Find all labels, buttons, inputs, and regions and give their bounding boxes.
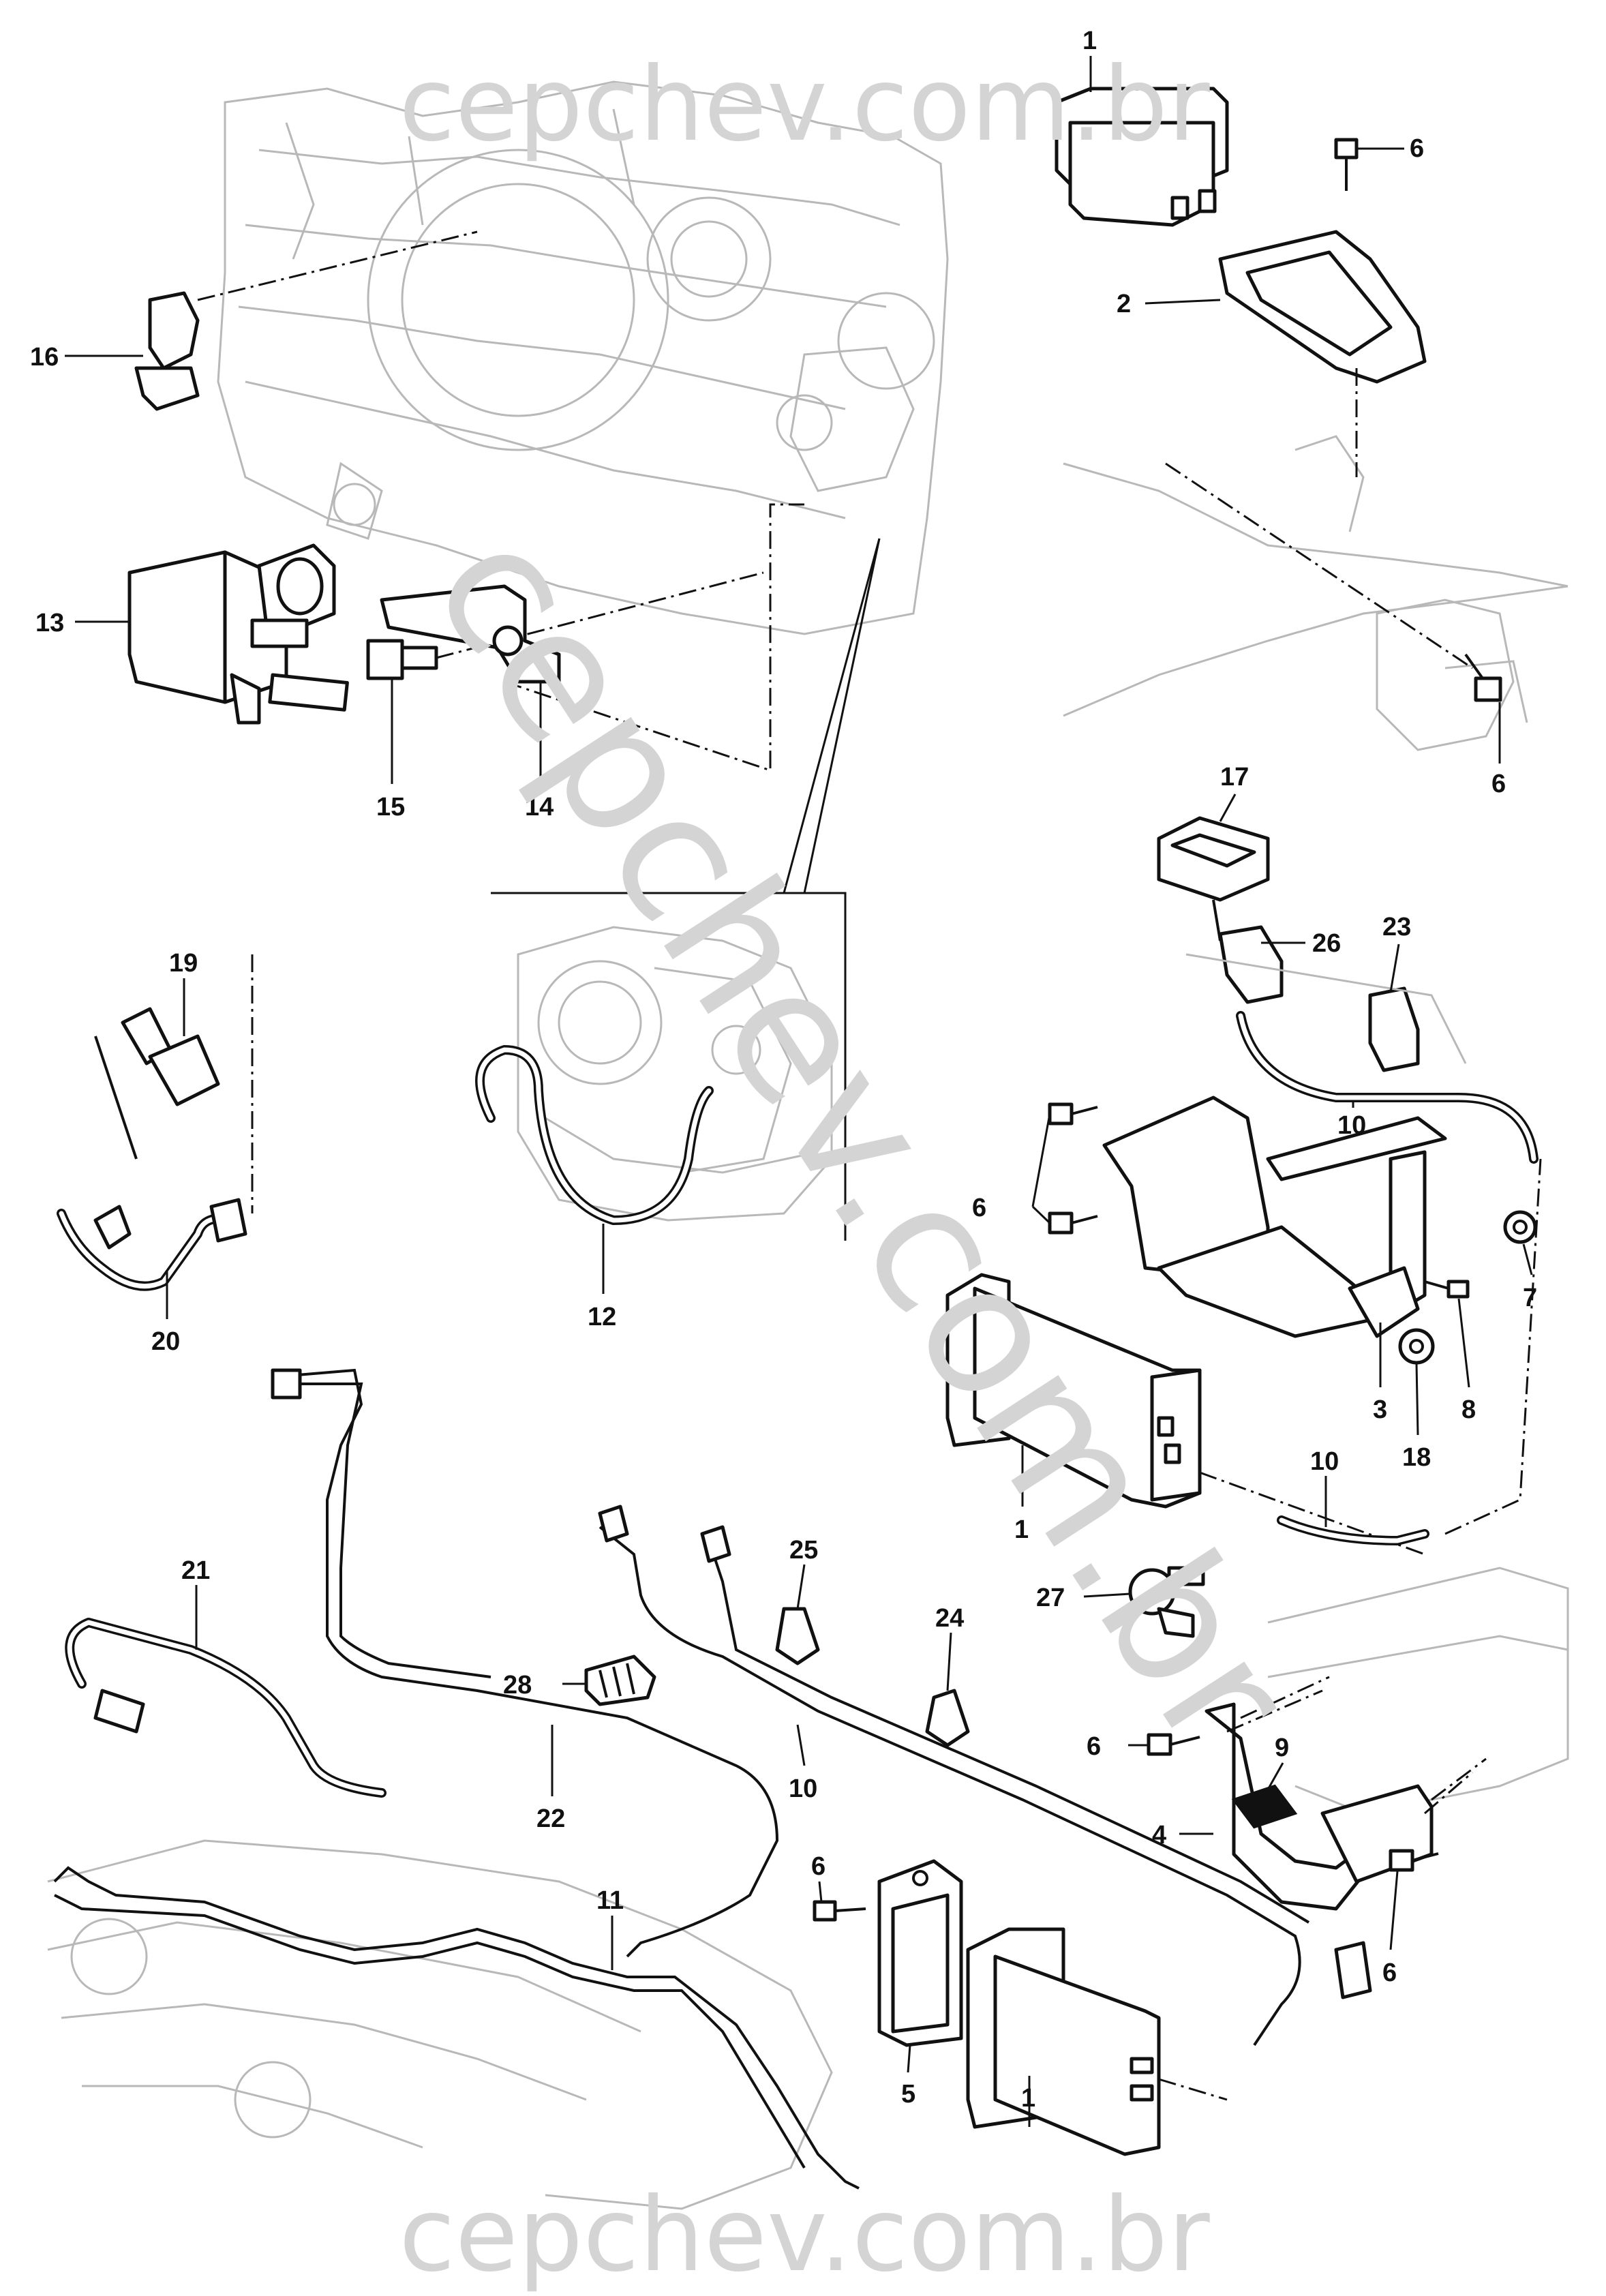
callout-27: 27 [1036,1584,1065,1612]
callout-10: 10 [1310,1447,1339,1476]
part-14-bracket [380,503,804,772]
part-27-clamp [1128,1566,1205,1638]
part-13-purge-valve [127,543,349,725]
part-1-canister-bottom [966,1927,1228,2156]
callout-6: 6 [1410,134,1424,163]
callout-16: 16 [30,343,59,372]
callout-10: 10 [1337,1111,1366,1140]
callout-20: 20 [151,1327,180,1356]
callout-13: 13 [35,609,64,637]
chassis-frame-bottom [47,1567,1569,2210]
callout-1: 1 [1021,2084,1035,2113]
leader-lines [65,56,1533,2127]
part-20-pipe [57,1198,247,1291]
part-10-hose-upper [1236,1011,1539,1164]
callout-2: 2 [1117,290,1131,318]
callout-26: 26 [1312,929,1341,958]
callout-labels: 1 6 2 6 16 13 15 14 17 26 23 10 19 20 12… [30,27,1537,2113]
callout-5: 5 [901,2080,915,2109]
callout-17: 17 [1220,763,1249,791]
callout-4: 4 [1152,1821,1166,1849]
callout-8: 8 [1461,1395,1476,1424]
engine-transmission-background [217,80,949,635]
callout-6: 6 [1382,1959,1397,1987]
part-9-pad [1231,1784,1298,1829]
part-12-hose [475,1045,714,1225]
callout-10: 10 [789,1774,817,1803]
part-6-bolt-frame [1464,653,1502,702]
part-10-line-long [598,1505,1310,2046]
callout-1: 1 [1014,1515,1029,1544]
part-24-clip [925,1689,970,1747]
part-8-screw [1424,1280,1470,1299]
callout-18: 18 [1402,1443,1431,1472]
callout-15: 15 [376,793,405,821]
part-10-hose-mid [1277,1158,1542,1545]
engine-detail-inset [491,538,881,1241]
callout-9: 9 [1275,1734,1289,1762]
part-2-bracket [1165,230,1473,669]
callout-19: 19 [169,949,198,978]
part-11-fuel-pipe [53,1866,860,2190]
part-28-clip [584,1655,656,1706]
callout-3: 3 [1373,1395,1387,1424]
part-22-vent-line [271,1368,779,1958]
callout-1: 1 [1082,27,1097,55]
part-3-canister-bracket [1102,1096,1447,1338]
callout-11: 11 [596,1886,624,1915]
part-7-nut [1503,1210,1537,1244]
part-1-canister-top [1055,87,1229,227]
part-6-bolts-mid [1048,1102,1098,1235]
part-6-bolts-bracket [1147,1733,1439,1872]
watermark-top: cepchev.com.br [399,46,1210,164]
vehicle-frame-top-right [1063,435,1569,751]
part-18-nut [1398,1328,1435,1365]
callout-21: 21 [181,1556,210,1585]
part-16-clip [134,230,478,411]
callout-23: 23 [1382,913,1411,941]
callout-7: 7 [1523,1284,1537,1312]
callout-28: 28 [503,1671,532,1700]
watermark-bottom: cepchev.com.br [399,2176,1210,2295]
callout-6: 6 [1087,1732,1101,1761]
part-17-sensor [1157,816,1270,941]
part-6-bolt-low [813,1900,866,1922]
part-23-clip [1185,953,1467,1072]
callout-6: 6 [811,1852,825,1881]
callout-25: 25 [789,1536,818,1565]
part-19-fitting [94,954,254,1213]
part-21-pipe [65,1618,387,1798]
callout-22: 22 [536,1804,565,1833]
callout-24: 24 [935,1604,964,1633]
callout-14: 14 [525,793,554,821]
part-25-clip [775,1607,820,1665]
callout-12: 12 [588,1303,616,1331]
callout-6: 6 [972,1194,986,1222]
part-6-bolt-top [1334,138,1359,191]
callout-6: 6 [1491,770,1506,798]
part-5-cover [877,1859,963,2047]
